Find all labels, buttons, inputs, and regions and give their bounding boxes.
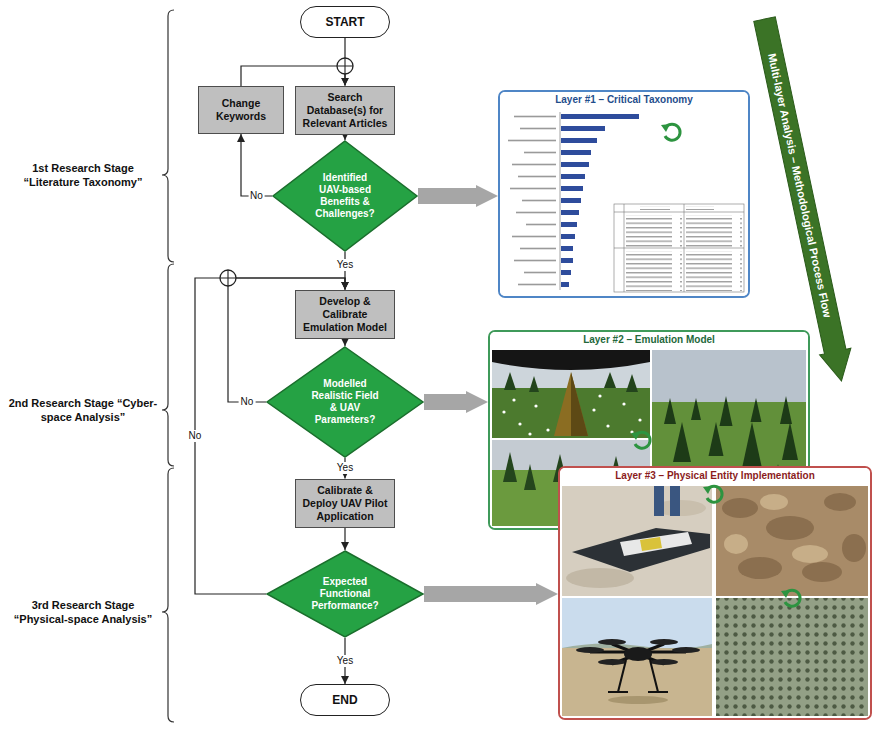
edge-label-holder: Yes <box>335 462 355 474</box>
edge-label-holder: No <box>248 190 265 202</box>
layer-panel: Layer #3 – Physical Entity Implementatio… <box>558 466 872 720</box>
stage-bracket <box>162 10 174 722</box>
terminator-text: START <box>305 15 385 29</box>
stage-label: 2nd Research Stage “Cyber-space Analysis… <box>8 396 158 424</box>
field-photo-illustration <box>560 468 870 718</box>
edge-label-holder: Yes <box>335 259 355 271</box>
process-text: Develop & Calibrate Emulation Model <box>300 295 390 334</box>
process-box: Develop & Calibrate Emulation Model <box>295 290 395 339</box>
decision-text: Modelled Realistic Field & UAV Parameter… <box>309 378 381 426</box>
edge-label-holder: No <box>239 396 256 408</box>
arrow-text: Multi-layer Analysis – Methodological Pr… <box>765 52 835 319</box>
layer-block-arrow <box>424 394 466 410</box>
terminator-text: END <box>305 693 385 707</box>
flow-connector <box>344 528 345 551</box>
edge-label-holder: No <box>187 430 204 442</box>
edge-label: Yes <box>335 462 355 474</box>
flow-connector <box>241 134 272 196</box>
process-text: Search Database(s) for Relevant Articles <box>300 91 390 130</box>
edge-label: No <box>239 396 256 408</box>
process-flow-arrow: Multi-layer Analysis – Methodological Pr… <box>749 16 857 385</box>
stage-label-holder: 3rd Research Stage “Physical-space Analy… <box>8 598 158 626</box>
decision-diamond: Expected Functional Performance? <box>266 550 424 638</box>
flow-connector <box>241 66 345 86</box>
terminator-oval: END <box>300 684 390 716</box>
taxonomy-illustration <box>500 92 748 296</box>
layer-block-arrow <box>424 586 536 602</box>
process-box: Search Database(s) for Relevant Articles <box>295 86 395 135</box>
panel-title: Layer #3 – Physical Entity Implementatio… <box>560 468 870 483</box>
edge-label-holder: Yes <box>335 655 355 667</box>
decision-text: Expected Functional Performance? <box>309 576 381 612</box>
layer-panel: Layer #1 – Critical Taxonomy <box>498 90 750 298</box>
edge-label: No <box>187 430 204 442</box>
process-text: Calibrate & Deploy UAV Pilot Application <box>300 484 390 523</box>
panel-title: Layer #2 – Emulation Model <box>490 332 808 347</box>
stage-label: 1st Research Stage “Literature Taxonomy” <box>8 161 158 189</box>
stage-label-holder: 1st Research Stage “Literature Taxonomy” <box>8 161 158 189</box>
decision-diamond: Modelled Realistic Field & UAV Parameter… <box>266 346 424 458</box>
summing-junction <box>220 270 236 286</box>
decision-diamond: Identified UAV-based Benefits & Challeng… <box>272 140 418 252</box>
terminator-oval: START <box>300 6 390 38</box>
flow-connector <box>344 135 345 141</box>
edge-label: Yes <box>335 655 355 667</box>
panel-title: Layer #1 – Critical Taxonomy <box>500 92 748 107</box>
flow-connector <box>344 339 345 347</box>
decision-text: Identified UAV-based Benefits & Challeng… <box>312 172 378 220</box>
process-box: Change Keywords <box>198 86 284 134</box>
process-box: Calibrate & Deploy UAV Pilot Application <box>295 479 395 528</box>
stage-label: 3rd Research Stage “Physical-space Analy… <box>8 598 158 626</box>
layer-block-arrow <box>418 188 476 204</box>
edge-label: No <box>248 190 265 202</box>
process-text: Change Keywords <box>203 97 279 123</box>
stage-label-holder: 2nd Research Stage “Cyber-space Analysis… <box>8 396 158 424</box>
edge-label: Yes <box>335 259 355 271</box>
summing-junction <box>337 58 353 74</box>
